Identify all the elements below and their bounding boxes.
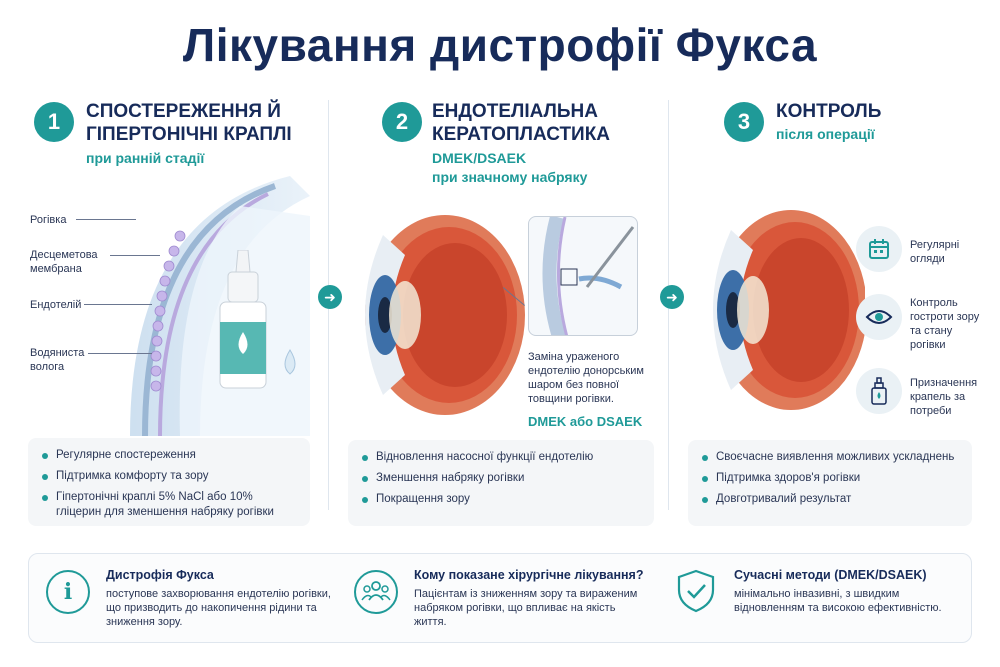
people-icon [354, 570, 398, 619]
info-icon: i [46, 570, 90, 614]
eyedrop-bottle-icon [219, 250, 296, 389]
step-1-subtitle: при ранній стадії [86, 150, 205, 166]
eye-cross-section-illustration [365, 215, 525, 415]
step-2-benefits-card: Відновлення насосної функції ендотелію З… [348, 440, 654, 526]
info-candidates-text: Пацієнтам із зниженням зору та вираженим… [414, 588, 638, 628]
info-methods-text: мінімально інвазивні, з швидким відновле… [734, 588, 942, 614]
step-1-number: 1 [34, 102, 74, 142]
list-item: Довготривалий результат [702, 492, 958, 507]
control-label-checkups: Регулярні огляди [910, 239, 960, 265]
step-2-subtitle-2: при значному набряку [432, 169, 588, 185]
control-label-vision: Контроль гостроти зору та стану рогівки [910, 297, 980, 351]
info-fuchs-text: поступове захворювання ендотелію рогівки… [106, 588, 331, 628]
info-candidates-title: Кому показане хірургічне лікування? [414, 568, 644, 582]
info-panel [28, 553, 972, 643]
step-1-benefits-card: Регулярне спостереження Підтримка комфор… [28, 438, 310, 526]
label-aqueous-humor: Водяниста волога [30, 347, 85, 373]
eye-icon [856, 294, 902, 340]
shield-check-icon [674, 568, 718, 619]
step-1-title-line-1: СПОСТЕРЕЖЕННЯ Й [86, 101, 281, 122]
page-title: Лікування дистрофії Фукса [182, 19, 818, 71]
step-3-subtitle: після операції [776, 126, 875, 142]
eyedrop-bottle-icon [856, 368, 902, 414]
inset-method: DMEK або DSAEK [528, 414, 643, 429]
step-2-title-line-2: КЕРАТОПЛАСТИКА [432, 124, 611, 145]
list-item: Своєчасне виявлення можливих ускладнень [702, 450, 958, 465]
label-line [110, 255, 160, 256]
list-item: Регулярне спостереження [42, 448, 296, 463]
label-line [84, 304, 152, 305]
calendar-icon [856, 226, 902, 272]
list-item: Зменшення набряку рогівки [362, 471, 640, 486]
arrow-right-icon: ➜ [318, 285, 342, 309]
step-3-number: 3 [724, 102, 764, 142]
label-endothelium: Ендотелій [30, 299, 82, 311]
surgical-inset-illustration [542, 217, 635, 335]
control-label-drops: Призначення крапель за потреби [910, 377, 978, 417]
step-1-title-line-2: ГІПЕРТОНІЧНІ КРАПЛІ [86, 124, 292, 145]
eye-cross-section-illustration [713, 210, 865, 410]
step-2-subtitle: DMEK/DSAEK [432, 150, 527, 166]
label-line [76, 219, 136, 220]
list-item: Гіпертонічні краплі 5% NaCl або 10% гліц… [42, 490, 296, 520]
label-descemet-membrane: Десцеметова мембрана [30, 249, 98, 275]
list-item: Підтримка комфорту та зору [42, 469, 296, 484]
list-item: Відновлення насосної функції ендотелію [362, 450, 640, 465]
info-methods-title: Сучасні методи (DMEK/DSAEK) [734, 568, 927, 582]
arrow-right-icon: ➜ [660, 285, 684, 309]
step-2-title-line-1: ЕНДОТЕЛІАЛЬНА [432, 101, 598, 122]
label-line [88, 353, 152, 354]
label-cornea: Рогівка [30, 214, 67, 226]
step-2-number: 2 [382, 102, 422, 142]
inset-description: Заміна ураженого ендотелію донорським ша… [528, 351, 644, 405]
list-item: Покращення зору [362, 492, 640, 507]
info-fuchs-title: Дистрофія Фукса [106, 568, 214, 582]
step-3-benefits-card: Своєчасне виявлення можливих ускладнень … [688, 440, 972, 526]
dmek-procedure-inset [528, 216, 638, 336]
step-3-title-line-1: КОНТРОЛЬ [776, 101, 882, 122]
list-item: Підтримка здоров'я рогівки [702, 471, 958, 486]
